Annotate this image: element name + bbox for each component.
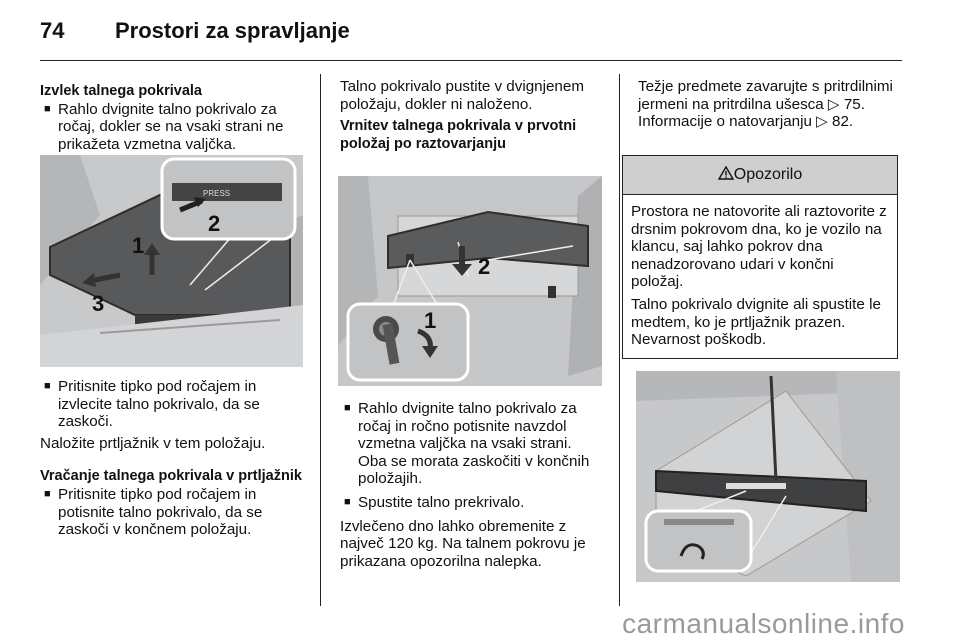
figure1-label-3: 3 (92, 291, 104, 316)
warning-text-1: Prostora ne natovorite ali raztovorite z… (631, 203, 887, 291)
warning-body: Prostora ne natovorite ali raztovorite z… (623, 195, 897, 349)
bullet-lower-cover: Spustite talno prekrivalo. (340, 494, 602, 512)
bullet-push-cover: Pritisnite tipko pod ročajem in potisnit… (40, 486, 305, 539)
warning-title: Opozorilo (733, 166, 803, 183)
figure1-label-1: 1 (132, 233, 144, 258)
figure-extract-cover: PRESS 1 2 3 (40, 155, 303, 367)
footer-watermark: carmanualsonline.info (622, 608, 905, 639)
warning-triangle-icon (717, 165, 734, 180)
section-heading-return: Vračanje talnega pokrivala v prtljažnik (40, 468, 302, 485)
section-heading-restore: Vrnitev talnega pokrivala v prvotni polo… (340, 118, 577, 152)
figure1-press-text: PRESS (203, 189, 230, 198)
column-divider-1 (320, 74, 321, 606)
column-2: Talno pokrivalo pustite v dvignjenem pol… (340, 78, 602, 153)
figure2-label-1: 1 (424, 308, 436, 333)
page-title: Prostori za spravljanje (115, 18, 350, 43)
figure1-label-2: 2 (208, 211, 220, 236)
paragraph-load: Naložite prtljažnik v tem položaju. (40, 434, 266, 452)
column-3: Težje predmete zavarujte s pritrdilnimi … (638, 78, 903, 131)
bullet-lift-cover: Rahlo dvignite talno pokrivalo za ročaj,… (40, 101, 305, 154)
header-rule (40, 60, 902, 61)
column-1: Izvlek talnega pokrivala Rahlo dvignite … (40, 83, 305, 153)
bullet-push-rollers: Rahlo dvignite talno pokrivalo za ročaj … (340, 400, 602, 488)
paragraph-leave-raised: Talno pokrivalo pustite v dvignjenem pol… (340, 78, 584, 113)
warning-header: Opozorilo (623, 156, 897, 195)
warning-box: Opozorilo Prostora ne natovorite ali raz… (622, 155, 898, 359)
figure2-label-2: 2 (478, 254, 490, 279)
figure-cargo-cover (636, 371, 900, 582)
page-number: 74 (40, 18, 65, 43)
paragraph-max-load: Izvlečeno dno lahko obremenite z največ … (340, 517, 586, 570)
section-heading-extract: Izvlek talnega pokrivala (40, 83, 202, 99)
column-divider-2 (619, 74, 620, 606)
column-1-lower: Pritisnite tipko pod ročajem in izvlecit… (40, 378, 305, 539)
paragraph-secure-items: Težje predmete zavarujte s pritrdilnimi … (638, 78, 893, 131)
figure-restore-cover: 2 1 (338, 176, 602, 386)
column-2-lower: Rahlo dvignite talno pokrivalo za ročaj … (340, 400, 602, 570)
bullet-press-button: Pritisnite tipko pod ročajem in izvlecit… (40, 378, 305, 431)
warning-text-2: Talno pokrivalo dvignite ali spustite le… (631, 295, 881, 349)
